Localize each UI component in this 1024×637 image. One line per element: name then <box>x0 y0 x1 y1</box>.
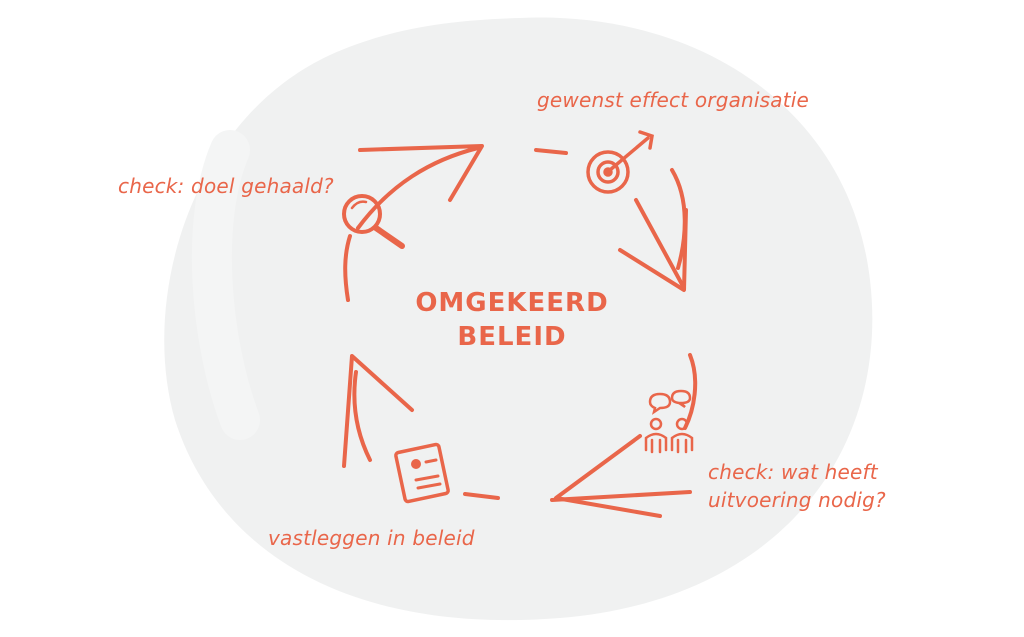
arrowhead-top-right <box>618 208 688 292</box>
center-title: OMGEKEERD BELEID <box>415 288 609 352</box>
people-talking-icon <box>644 389 694 454</box>
background-blob <box>164 17 873 621</box>
cycle-arrow-left-arc <box>352 370 372 462</box>
cycle-arrow-bottom-right <box>550 490 692 502</box>
magnifier-icon <box>342 194 405 249</box>
arrowhead-left <box>342 354 414 468</box>
cycle-arrow-bottom-left <box>463 492 500 500</box>
target-icon <box>586 130 654 194</box>
arrowhead-bottom-right <box>554 434 662 518</box>
document-icon <box>394 442 450 504</box>
cycle-arrow-top-left <box>356 146 480 230</box>
step-label-record: vastleggen in beleid <box>268 526 475 550</box>
step-label-goal: gewenst effect organisatie <box>537 88 810 112</box>
cycle-arrow-left-dash <box>343 234 352 302</box>
step-label-check-goal: check: doel gehaald? <box>118 174 334 198</box>
arrowhead-top-left <box>358 144 484 202</box>
step-label-check-execution: check: wat heeft uitvoering nodig? <box>708 460 886 512</box>
cycle-arrow-top-right <box>534 148 568 155</box>
